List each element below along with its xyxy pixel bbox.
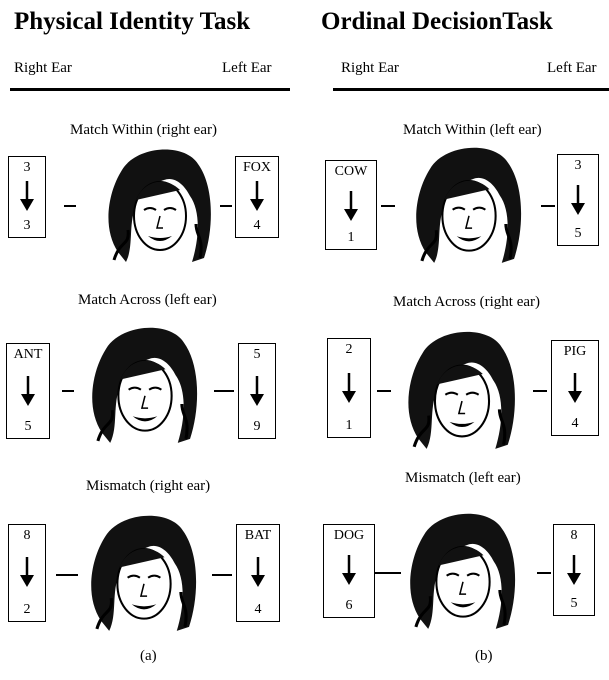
stimulus-bottom: 1 — [328, 418, 370, 434]
right-stimulus-box: 5 9 — [238, 343, 276, 439]
stimulus-bottom: 5 — [554, 596, 594, 612]
left-ear-label: Left Ear — [547, 60, 597, 77]
face-illustration — [397, 504, 529, 637]
face-illustration — [82, 506, 206, 639]
stimulus-top: DOG — [324, 528, 374, 544]
connector-line — [533, 390, 547, 392]
connector-line — [212, 574, 232, 576]
connector-line — [377, 390, 391, 392]
right-stimulus-box: 8 5 — [553, 524, 595, 616]
connector-line — [541, 205, 555, 207]
left-ear-label: Left Ear — [222, 60, 272, 77]
right-stimulus-box: FOX 4 — [235, 156, 279, 238]
stimulus-bottom: 9 — [239, 419, 275, 435]
stimulus-bottom: 4 — [552, 416, 598, 432]
panel-caption: (b) — [475, 648, 493, 665]
stimulus-bottom: 5 — [558, 226, 598, 242]
right-stimulus-box: BAT 4 — [236, 524, 280, 622]
down-arrow-icon — [342, 373, 356, 403]
connector-line — [537, 572, 551, 574]
left-stimulus-box: COW 1 — [325, 160, 377, 250]
connector-line — [64, 205, 76, 207]
stimulus-top: COW — [326, 164, 376, 180]
panel-b: Ordinal DecisionTask Right Ear Left Ear … — [309, 0, 609, 680]
down-arrow-icon — [21, 376, 35, 406]
stimulus-bottom: 6 — [324, 598, 374, 614]
right-stimulus-box: PIG 4 — [551, 340, 599, 436]
header-rule — [10, 88, 290, 91]
connector-line — [56, 574, 78, 576]
stimulus-top: 8 — [554, 528, 594, 544]
down-arrow-icon — [342, 555, 356, 585]
down-arrow-icon — [571, 185, 585, 215]
panel-title: Ordinal DecisionTask — [321, 8, 553, 36]
stimulus-bottom: 2 — [9, 602, 45, 618]
face-illustration — [100, 140, 220, 270]
stimulus-bottom: 1 — [326, 230, 376, 246]
down-arrow-icon — [251, 557, 265, 587]
connector-line — [62, 390, 74, 392]
trial-label: Mismatch (left ear) — [405, 470, 521, 487]
down-arrow-icon — [20, 181, 34, 211]
down-arrow-icon — [250, 376, 264, 406]
stimulus-top: 2 — [328, 342, 370, 358]
trial-label: Mismatch (right ear) — [86, 478, 210, 495]
stimulus-top: BAT — [237, 528, 279, 544]
panel-title: Physical Identity Task — [14, 8, 250, 36]
down-arrow-icon — [20, 557, 34, 587]
stimulus-top: ANT — [7, 347, 49, 363]
left-stimulus-box: 3 3 — [8, 156, 46, 238]
right-ear-label: Right Ear — [341, 60, 399, 77]
stimulus-bottom: 4 — [237, 602, 279, 618]
stimulus-top: PIG — [552, 344, 598, 360]
down-arrow-icon — [567, 555, 581, 585]
right-ear-label: Right Ear — [14, 60, 72, 77]
connector-line — [214, 390, 234, 392]
connector-line — [381, 205, 395, 207]
down-arrow-icon — [568, 373, 582, 403]
left-stimulus-box: ANT 5 — [6, 343, 50, 439]
stimulus-bottom: 4 — [236, 218, 278, 234]
trial-label: Match Within (right ear) — [70, 122, 217, 139]
face-illustration — [395, 322, 529, 457]
trial-label: Match Across (right ear) — [393, 294, 540, 311]
connector-line — [220, 205, 232, 207]
trial-label: Match Within (left ear) — [403, 122, 542, 139]
panel-a: Physical Identity Task Right Ear Left Ea… — [0, 0, 300, 680]
stimulus-bottom: 5 — [7, 419, 49, 435]
face-illustration — [80, 318, 210, 451]
down-arrow-icon — [250, 181, 264, 211]
stimulus-bottom: 3 — [9, 218, 45, 234]
left-stimulus-box: DOG 6 — [323, 524, 375, 618]
right-stimulus-box: 3 5 — [557, 154, 599, 246]
face-illustration — [403, 138, 535, 271]
stimulus-top: 8 — [9, 528, 45, 544]
stimulus-top: 3 — [558, 158, 598, 174]
trial-label: Match Across (left ear) — [78, 292, 217, 309]
left-stimulus-box: 2 1 — [327, 338, 371, 438]
panel-caption: (a) — [140, 648, 157, 665]
left-stimulus-box: 8 2 — [8, 524, 46, 622]
stimulus-top: 5 — [239, 347, 275, 363]
stimulus-top: FOX — [236, 160, 278, 176]
down-arrow-icon — [344, 191, 358, 221]
stimulus-top: 3 — [9, 160, 45, 176]
header-rule — [333, 88, 609, 91]
